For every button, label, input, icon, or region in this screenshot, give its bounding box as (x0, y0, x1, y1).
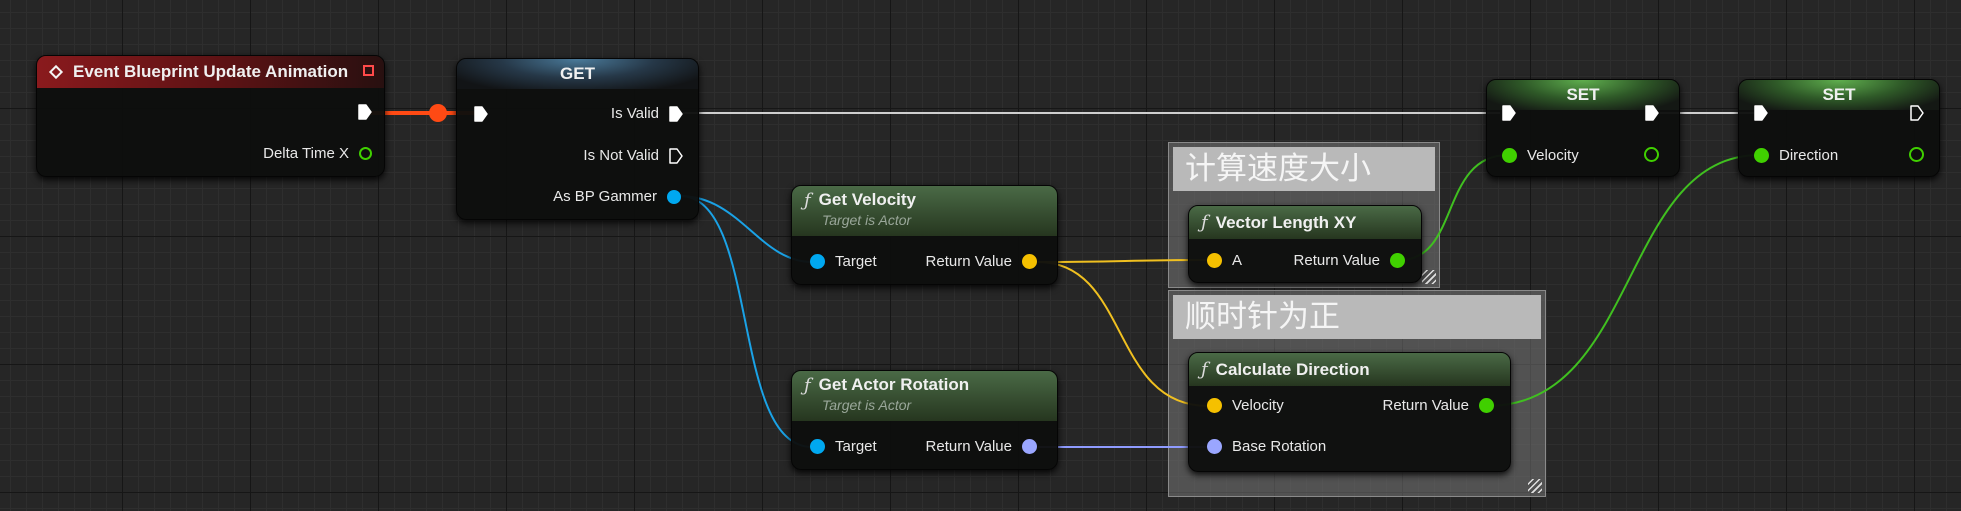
velocity-label: Velocity (1232, 397, 1284, 414)
comment-resize-grip[interactable] (1422, 270, 1436, 284)
return-value-label: Return Value (1382, 397, 1469, 414)
return-value-output-pin[interactable] (1479, 398, 1494, 413)
target-input-pin[interactable] (810, 439, 825, 454)
as-bp-output-pin[interactable] (667, 189, 681, 204)
direction-label: Direction (1779, 147, 1839, 164)
a-pin-row: A (1207, 252, 1242, 269)
event-icon (48, 64, 64, 80)
exec-out-pin-row (1910, 105, 1924, 121)
node-subtitle: Target is Actor (822, 212, 912, 228)
exec-out-pin-row (1645, 105, 1659, 121)
return-value-label: Return Value (925, 438, 1012, 455)
target-pin-row: Target (810, 438, 877, 455)
vector-length-xy-node[interactable]: ƒ Vector Length XY A Return Value (1188, 205, 1422, 283)
node-title: Vector Length XY (1215, 212, 1357, 232)
node-title: GET (560, 64, 595, 83)
is-valid-pin-row: Is Valid (611, 105, 683, 122)
node-title: Get Velocity (818, 190, 916, 209)
base-rotation-pin-row: Base Rotation (1207, 438, 1326, 455)
get-velocity-node[interactable]: ƒ Get Velocity Target is Actor Target Re… (791, 185, 1058, 285)
delta-time-pin-row: Delta Time X (263, 145, 372, 162)
is-valid-exec-pin[interactable] (669, 105, 683, 122)
velocity-pin-row: Velocity (1502, 147, 1579, 164)
node-header: ƒ Get Actor Rotation Target is Actor (792, 371, 1057, 421)
exec-input-pin[interactable] (1754, 105, 1768, 121)
exec-in-pin-row (1502, 105, 1516, 121)
direction-out-pin-row (1909, 147, 1924, 162)
return-value-label: Return Value (1293, 252, 1380, 269)
exec-output-pin[interactable] (358, 104, 372, 120)
is-not-valid-pin-row: Is Not Valid (583, 147, 683, 164)
exec-in-pin-row (1754, 105, 1768, 121)
return-value-pin-row: Return Value (926, 253, 1037, 270)
direction-input-pin[interactable] (1754, 148, 1769, 163)
return-value-output-pin[interactable] (1022, 254, 1037, 269)
velocity-label: Velocity (1527, 147, 1579, 164)
velocity-out-pin-row (1644, 147, 1659, 162)
target-pin-row: Target (810, 253, 877, 270)
event-update-animation-node[interactable]: Event Blueprint Update Animation Delta T… (36, 55, 385, 177)
node-title: SET (1566, 85, 1600, 104)
node-header: Event Blueprint Update Animation (37, 56, 384, 88)
node-header: SET (1487, 80, 1679, 110)
is-not-valid-label: Is Not Valid (583, 147, 659, 164)
velocity-output-pin[interactable] (1644, 147, 1659, 162)
return-value-pin-row: Return Value (1294, 252, 1405, 269)
exec-input-pin[interactable] (474, 106, 488, 122)
delta-time-label: Delta Time X (263, 145, 349, 162)
exec-output-pin[interactable] (1645, 105, 1659, 121)
velocity-input-pin[interactable] (1502, 148, 1517, 163)
a-label: A (1232, 252, 1243, 269)
node-header: SET (1739, 80, 1939, 110)
return-value-output-pin[interactable] (1022, 439, 1037, 454)
base-rotation-label: Base Rotation (1232, 438, 1327, 455)
exec-input-pin[interactable] (1502, 105, 1516, 121)
stop-icon (363, 65, 374, 76)
node-title: Get Actor Rotation (818, 375, 970, 394)
comment-title[interactable]: 计算速度大小 (1173, 147, 1435, 191)
node-header: ƒ Calculate Direction (1189, 353, 1510, 386)
exec-output-pin[interactable] (1910, 105, 1924, 121)
return-value-label: Return Value (925, 253, 1012, 270)
direction-output-pin[interactable] (1909, 147, 1924, 162)
comment-title[interactable]: 顺时针为正 (1173, 295, 1541, 339)
return-value-output-pin[interactable] (1390, 253, 1405, 268)
as-bp-label: As BP Gammer (553, 188, 657, 205)
velocity-input-pin[interactable] (1207, 398, 1222, 413)
function-icon: ƒ (804, 375, 811, 396)
is-not-valid-exec-pin[interactable] (669, 147, 683, 164)
node-header: GET (457, 59, 698, 89)
function-icon: ƒ (1201, 212, 1208, 233)
return-value-pin-row: Return Value (1383, 397, 1494, 414)
node-header: ƒ Get Velocity Target is Actor (792, 186, 1057, 236)
a-input-pin[interactable] (1207, 253, 1222, 268)
direction-pin-row: Direction (1754, 147, 1838, 164)
target-input-pin[interactable] (810, 254, 825, 269)
node-title: Event Blueprint Update Animation (73, 62, 349, 81)
set-direction-node[interactable]: SET Direction (1738, 79, 1940, 177)
as-bp-pin-row: As BP Gammer (553, 188, 681, 205)
get-node[interactable]: GET Is Valid Is Not Valid As BP Gammer (456, 58, 699, 220)
node-title: SET (1822, 85, 1856, 104)
is-valid-label: Is Valid (610, 105, 659, 122)
node-header: ƒ Vector Length XY (1189, 206, 1421, 239)
node-subtitle: Target is Actor (822, 397, 912, 413)
function-icon: ƒ (804, 190, 811, 211)
node-title: Calculate Direction (1215, 359, 1370, 379)
target-label: Target (835, 253, 877, 270)
delta-time-output-pin[interactable] (359, 147, 372, 160)
target-label: Target (835, 438, 877, 455)
exec-in-pin-row (474, 106, 488, 122)
exec-out-pin-row (358, 104, 372, 120)
velocity-pin-row: Velocity (1207, 397, 1284, 414)
base-rotation-input-pin[interactable] (1207, 439, 1222, 454)
get-actor-rotation-node[interactable]: ƒ Get Actor Rotation Target is Actor Tar… (791, 370, 1058, 470)
function-icon: ƒ (1201, 359, 1208, 380)
calculate-direction-node[interactable]: ƒ Calculate Direction Velocity Base Rota… (1188, 352, 1511, 472)
exec-wire-reroute-dot (429, 104, 447, 122)
comment-resize-grip[interactable] (1528, 479, 1542, 493)
set-velocity-node[interactable]: SET Velocity (1486, 79, 1680, 177)
return-value-pin-row: Return Value (926, 438, 1037, 455)
